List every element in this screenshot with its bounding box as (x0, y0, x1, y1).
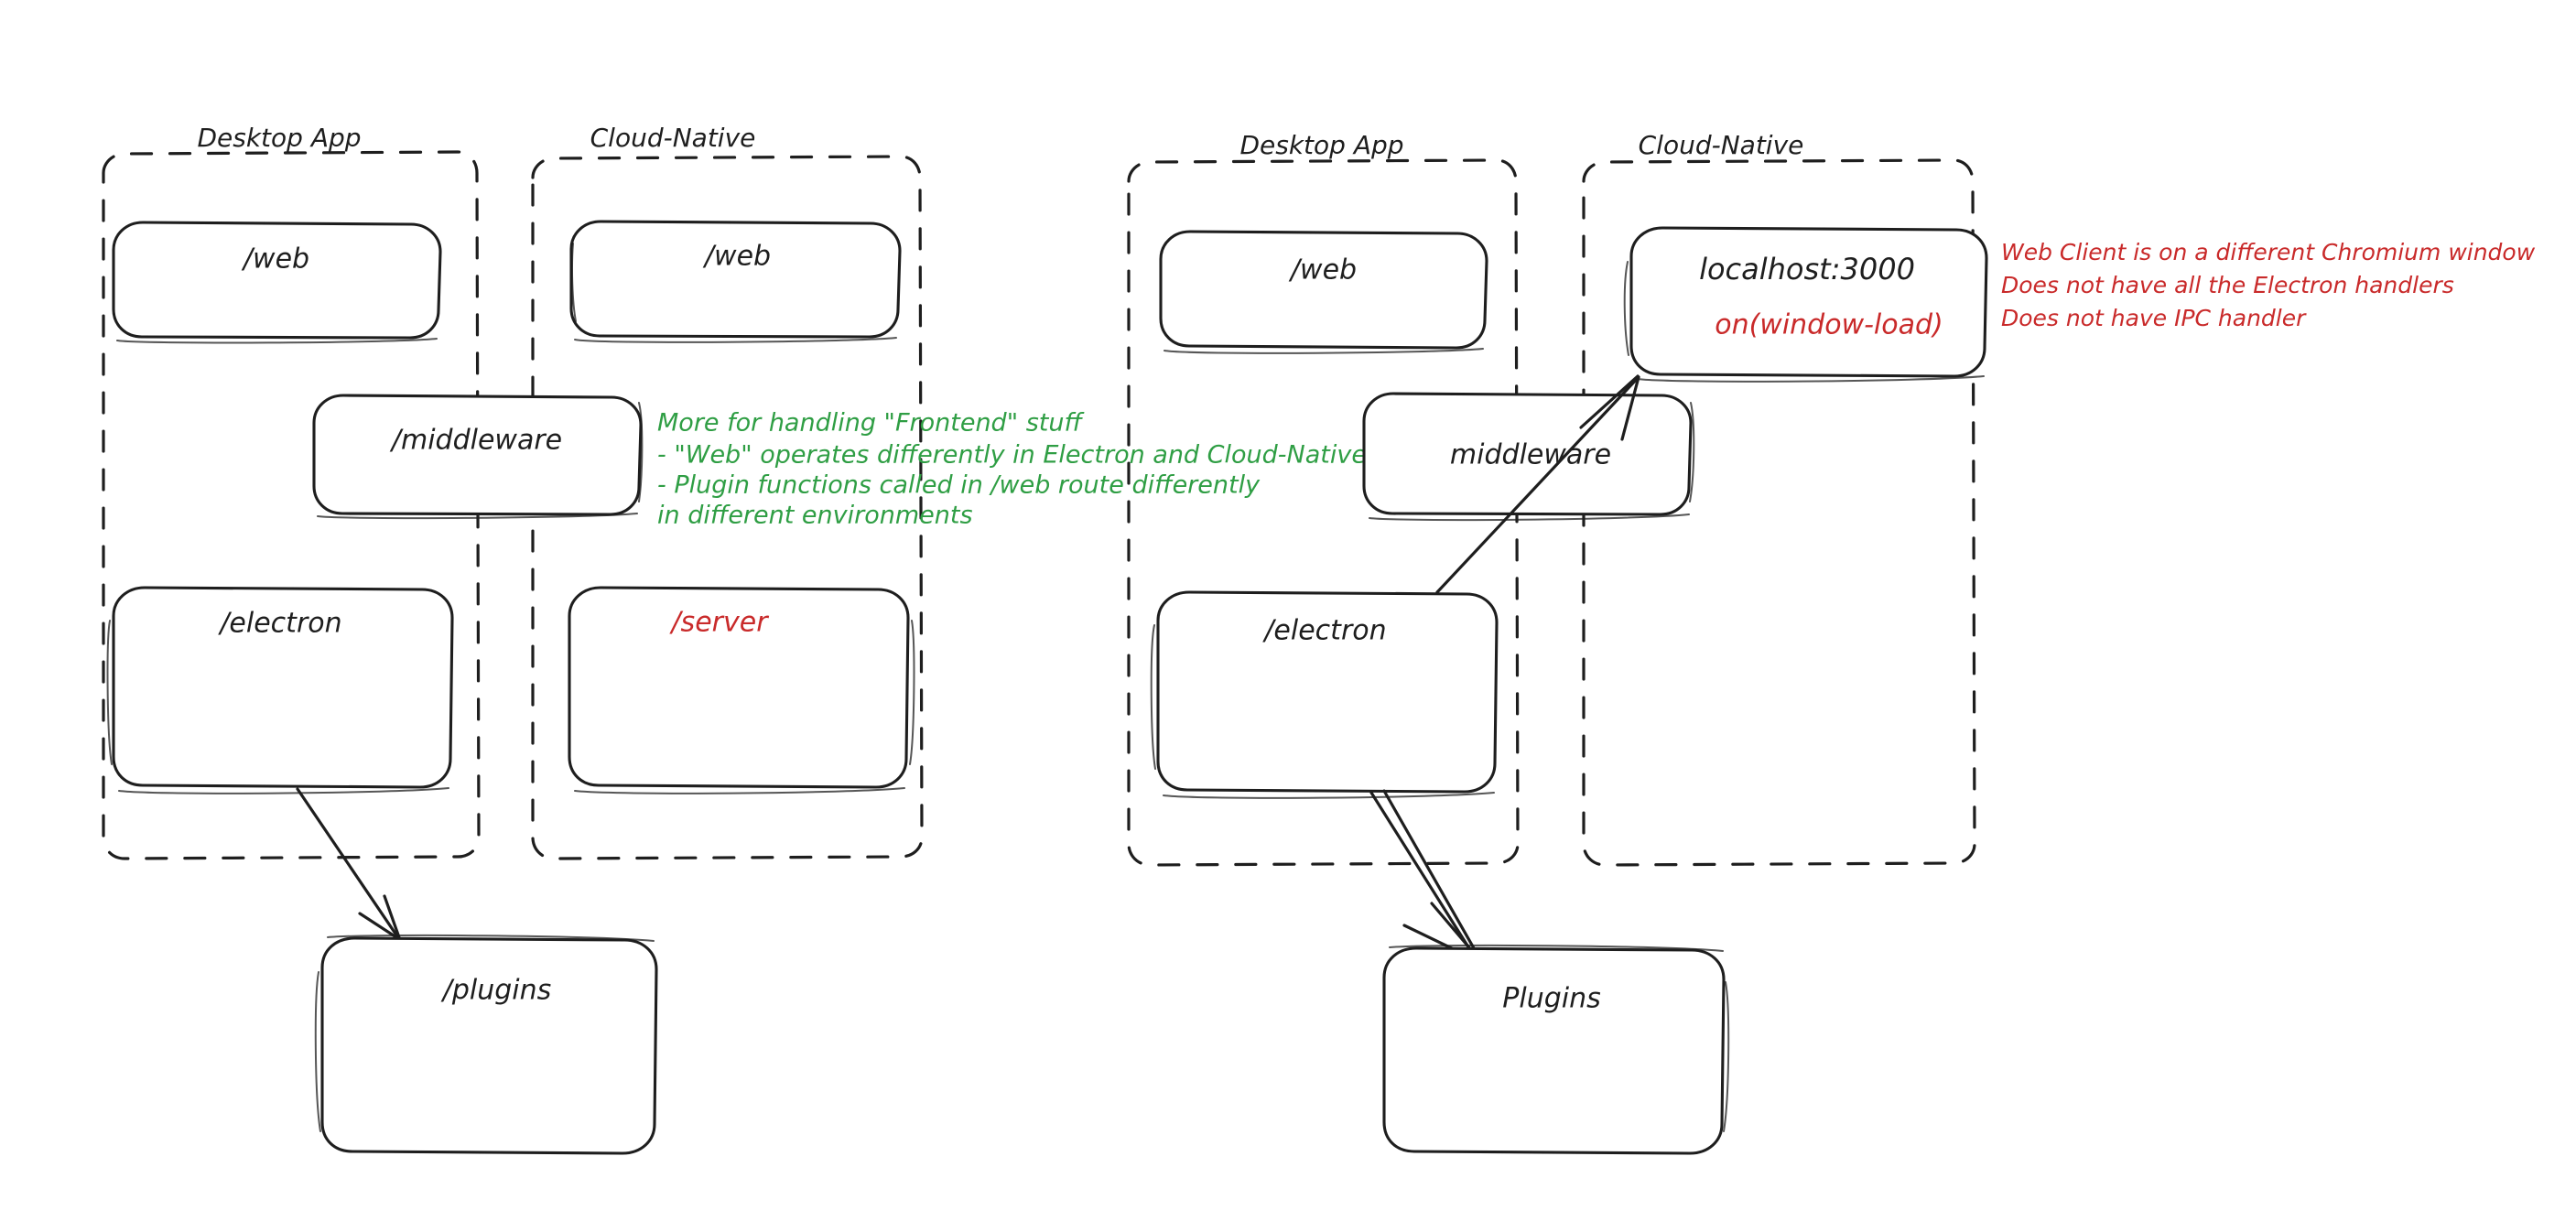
left-server-label: /server (668, 607, 769, 639)
right-electron-label: /electron (1261, 615, 1386, 647)
right-arrow-electron-to-localhost (1435, 374, 1640, 594)
right-arrow-down-shaft-2 (1382, 789, 1483, 963)
right-middleware-box (1362, 392, 1693, 516)
left-group-desktop-app: Desktop App (102, 123, 481, 860)
left-node-cloud-web: /web (569, 220, 902, 343)
left-electron-label: /electron (217, 608, 341, 640)
left-middleware-box (312, 394, 643, 516)
left-group-cloud-native: Cloud-Native (531, 123, 924, 860)
left-electron-box-sketch (106, 620, 449, 794)
left-cloud-web-box (569, 220, 902, 339)
left-plugins-label: /plugins (440, 975, 552, 1007)
left-desktop-app-frame (102, 150, 481, 860)
red-note-line-1: Web Client is on a different Chromium wi… (2001, 239, 2536, 265)
right-plugins-label: Plugins (1502, 983, 1600, 1015)
right-localhost-box (1629, 226, 1988, 378)
right-cloud-native-label: Cloud-Native (1639, 130, 1804, 160)
right-desktop-app-label: Desktop App (1239, 130, 1403, 160)
red-note-line-3: Does not have IPC handler (2001, 305, 2307, 331)
right-electron-box-sketch (1150, 624, 1495, 799)
right-arrow-down-shaft (1369, 791, 1478, 962)
right-cloud-native-frame (1582, 158, 1976, 867)
right-localhost-title: localhost:3000 (1699, 252, 1915, 286)
green-annotation-note: More for handling "Frontend" stuff - "We… (657, 409, 1367, 530)
left-middleware-label: /middleware (389, 425, 562, 457)
green-note-line-2: - "Web" operates differently in Electron… (657, 441, 1367, 470)
left-arrow-electron-to-plugins (296, 787, 402, 942)
green-note-line-4: in different environments (657, 502, 973, 530)
right-node-localhost: localhost:3000 on(window-load) (1623, 226, 1988, 383)
left-node-plugins: /plugins (314, 934, 658, 1155)
right-node-middleware: middleware (1362, 392, 1695, 522)
left-desktop-app-label: Desktop App (197, 123, 361, 153)
right-desktop-web-label: /web (1288, 254, 1357, 286)
left-server-box-sketch (574, 620, 915, 794)
left-desktop-web-box (112, 221, 442, 340)
left-node-electron: /electron (106, 586, 454, 794)
right-electron-box (1156, 590, 1499, 794)
right-plugins-box-sketch (1389, 944, 1730, 1132)
left-electron-box (112, 586, 454, 789)
left-plugins-box (320, 936, 658, 1155)
right-localhost-subtitle: on(window-load) (1715, 309, 1943, 341)
left-plugins-box-sketch (314, 934, 655, 1132)
right-plugins-box (1382, 946, 1726, 1155)
left-arrow-shaft (296, 787, 399, 938)
left-cloud-web-label: /web (702, 241, 771, 273)
left-server-box (568, 586, 910, 789)
right-arrow-up-head-a (1579, 374, 1640, 429)
right-node-plugins: Plugins (1382, 944, 1730, 1155)
right-arrow-electron-to-plugins (1369, 789, 1485, 966)
left-desktop-web-label: /web (241, 243, 309, 276)
left-desktop-web-box-sketch (116, 338, 438, 344)
right-group-cloud-native: Cloud-Native (1582, 130, 1976, 867)
left-node-middleware: /middleware (312, 394, 644, 520)
right-middleware-box-sketch (1369, 402, 1695, 522)
right-desktop-web-box-sketch (1164, 348, 1484, 354)
green-note-line-3: - Plugin functions called in /web route … (657, 471, 1261, 500)
right-arrow-up-head-b (1620, 375, 1640, 441)
right-desktop-web-box (1159, 230, 1488, 350)
left-cloud-web-box-sketch (571, 243, 897, 343)
left-cloud-native-label: Cloud-Native (590, 123, 756, 153)
right-arrow-up-shaft (1435, 375, 1640, 594)
green-note-line-1: More for handling "Frontend" stuff (657, 409, 1084, 438)
right-group-desktop-app: Desktop App (1127, 130, 1520, 867)
left-cloud-native-frame (531, 155, 924, 860)
right-node-desktop-web: /web (1159, 230, 1488, 354)
left-middleware-box-sketch (317, 402, 644, 520)
red-annotation-note: Web Client is on a different Chromium wi… (2001, 239, 2536, 331)
right-localhost-box-sketch (1623, 261, 1985, 383)
left-node-desktop-web: /web (112, 221, 442, 344)
left-arrow-head-b (383, 894, 402, 942)
right-desktop-app-frame (1127, 158, 1520, 867)
right-middleware-label: middleware (1450, 439, 1611, 471)
red-note-line-2: Does not have all the Electron handlers (2001, 272, 2454, 298)
right-node-electron: /electron (1150, 590, 1499, 799)
left-node-server: /server (568, 586, 915, 794)
